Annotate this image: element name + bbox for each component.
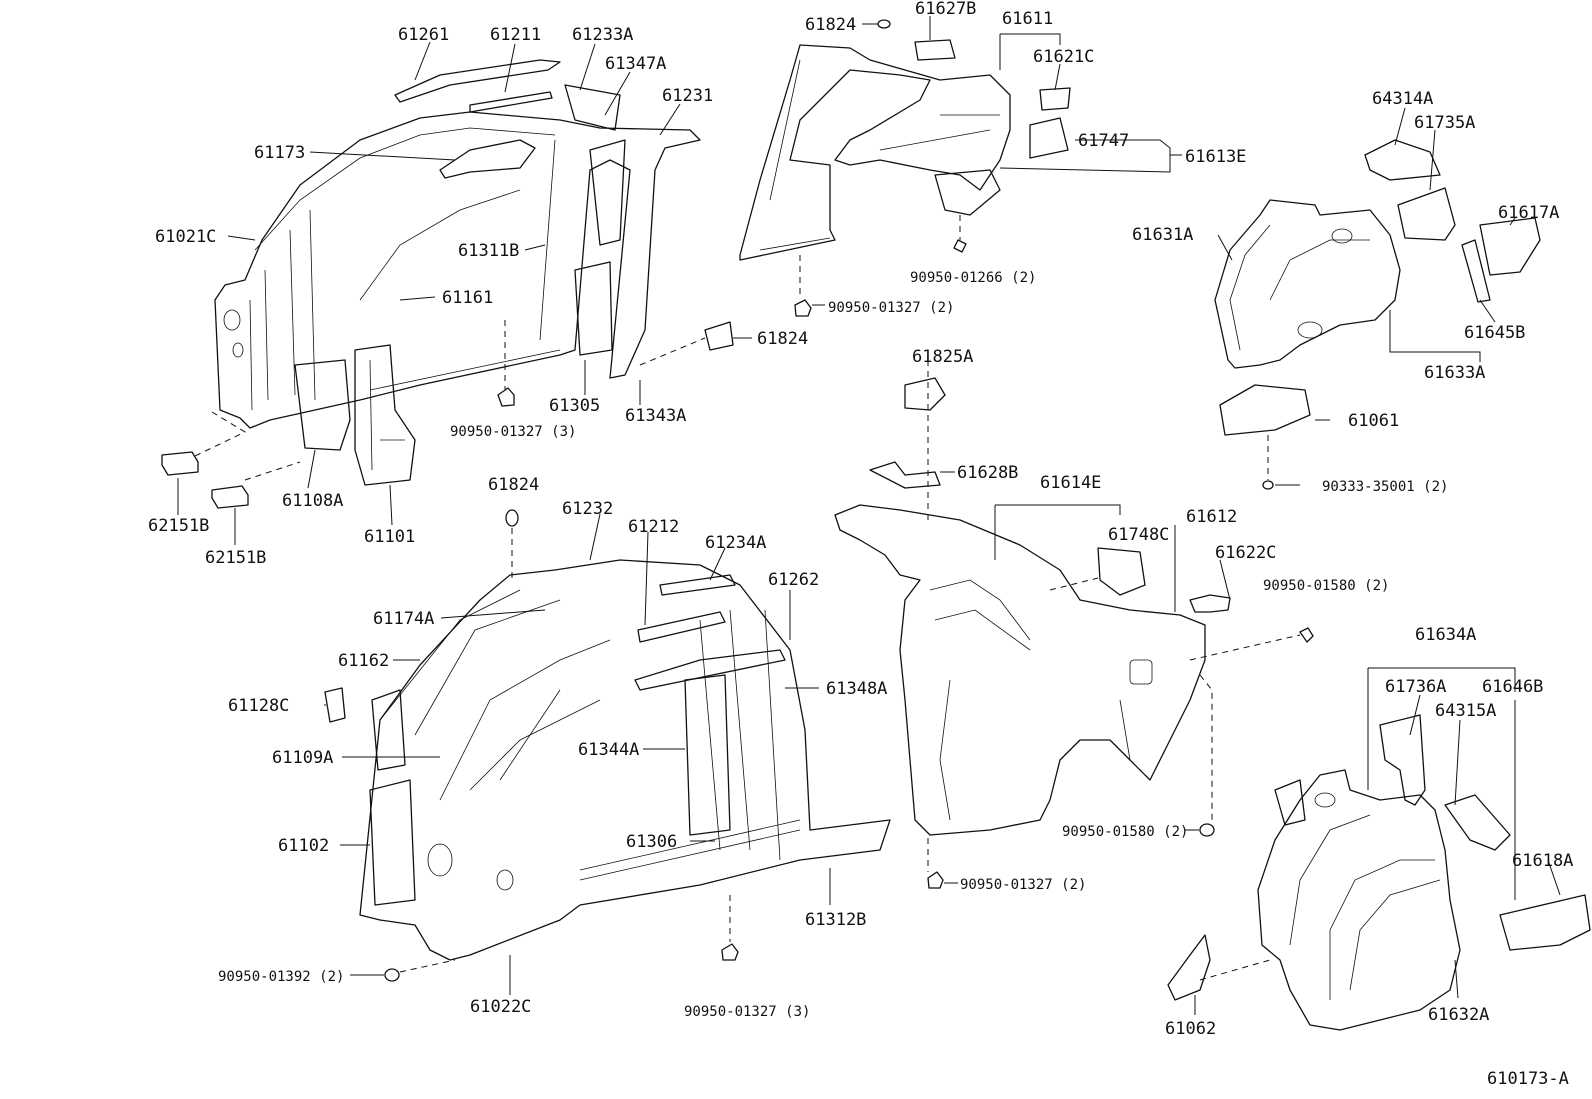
label-61109A: 61109A xyxy=(272,748,333,768)
label-61347A: 61347A xyxy=(605,54,666,74)
rear-wheel-house-inner-assembly xyxy=(1167,667,1591,1031)
leaders-bottom-middle xyxy=(940,471,1231,884)
label-61747: 61747 xyxy=(1078,131,1129,151)
outer-side-panel-assembly xyxy=(161,59,734,509)
leaders-bottom-right xyxy=(1194,694,1561,1015)
label-61618A: 61618A xyxy=(1512,851,1573,871)
leaders-top-left xyxy=(177,41,752,545)
label-61621C: 61621C xyxy=(1033,47,1094,67)
label-64315A: 64315A xyxy=(1435,701,1496,721)
leaders-top-right xyxy=(1217,107,1516,486)
label-61348A: 61348A xyxy=(826,679,887,699)
label-61173: 61173 xyxy=(254,143,305,163)
label-61343A: 61343A xyxy=(625,406,686,426)
label-61634A: 61634A xyxy=(1415,625,1476,645)
label-90950-01327-2-bottom: 90950-01327 (2) xyxy=(960,877,1086,893)
label-90950-01580-2-top: 90950-01580 (2) xyxy=(1263,578,1389,594)
label-61645B: 61645B xyxy=(1464,323,1525,343)
label-61234A: 61234A xyxy=(705,533,766,553)
label-61262: 61262 xyxy=(768,570,819,590)
leaders-bottom-left xyxy=(324,513,831,995)
label-61824-top: 61824 xyxy=(757,329,808,349)
label-61022C: 61022C xyxy=(470,997,531,1017)
inner-side-panel-assembly xyxy=(324,509,891,982)
label-61825A: 61825A xyxy=(912,347,973,367)
label-90333-35001-2: 90333-35001 (2) xyxy=(1322,479,1448,495)
label-61231: 61231 xyxy=(662,86,713,106)
label-61633A: 61633A xyxy=(1424,363,1485,383)
label-61628B: 61628B xyxy=(957,463,1018,483)
part-number-labels: 61261 61211 61233A 61347A 61231 61173 61… xyxy=(148,0,1573,1089)
rear-wheel-house-outer-assembly xyxy=(1214,139,1541,490)
label-61232: 61232 xyxy=(562,499,613,519)
label-61162: 61162 xyxy=(338,651,389,671)
label-64314A: 64314A xyxy=(1372,89,1433,109)
label-61102: 61102 xyxy=(278,836,329,856)
label-61824-quarter: 61824 xyxy=(805,15,856,35)
label-61617A: 61617A xyxy=(1498,203,1559,223)
label-61021C: 61021C xyxy=(155,227,216,247)
label-61211: 61211 xyxy=(490,25,541,45)
label-90950-01580-2-bottom: 90950-01580 (2) xyxy=(1062,824,1188,840)
label-90950-01392-2: 90950-01392 (2) xyxy=(218,969,344,985)
label-61614E: 61614E xyxy=(1040,473,1101,493)
label-61344A: 61344A xyxy=(578,740,639,760)
label-61108A: 61108A xyxy=(282,491,343,511)
label-61305: 61305 xyxy=(549,396,600,416)
label-61062: 61062 xyxy=(1165,1019,1216,1039)
label-61611: 61611 xyxy=(1002,9,1053,29)
label-61128C: 61128C xyxy=(228,696,289,716)
label-61646B: 61646B xyxy=(1482,677,1543,697)
label-61631A: 61631A xyxy=(1132,225,1193,245)
label-61061: 61061 xyxy=(1348,411,1399,431)
label-61613E: 61613E xyxy=(1185,147,1246,167)
label-61735A: 61735A xyxy=(1414,113,1475,133)
label-90950-01266-2: 90950-01266 (2) xyxy=(910,270,1036,286)
label-61174A: 61174A xyxy=(373,609,434,629)
label-61622C: 61622C xyxy=(1215,543,1276,563)
label-61161: 61161 xyxy=(442,288,493,308)
label-90950-01327-3-bottom: 90950-01327 (3) xyxy=(684,1004,810,1020)
label-61233A: 61233A xyxy=(572,25,633,45)
label-61632A: 61632A xyxy=(1428,1005,1489,1025)
label-62151B-2: 62151B xyxy=(205,548,266,568)
label-62151B-1: 62151B xyxy=(148,516,209,536)
label-90950-01327-2-top: 90950-01327 (2) xyxy=(828,300,954,316)
label-61824-inner: 61824 xyxy=(488,475,539,495)
label-61101: 61101 xyxy=(364,527,415,547)
quarter-inner-panel-assembly xyxy=(739,19,1171,317)
label-61612: 61612 xyxy=(1186,507,1237,527)
diagram-id: 610173-A xyxy=(1487,1069,1569,1089)
label-90950-01327-3-top: 90950-01327 (3) xyxy=(450,424,576,440)
label-61306: 61306 xyxy=(626,832,677,852)
leaders-top-middle xyxy=(812,16,1182,306)
label-61261: 61261 xyxy=(398,25,449,45)
quarter-outer-panel-assembly xyxy=(834,360,1314,889)
label-61212: 61212 xyxy=(628,517,679,537)
label-61311B: 61311B xyxy=(458,241,519,261)
label-61312B: 61312B xyxy=(805,910,866,930)
label-61736A: 61736A xyxy=(1385,677,1446,697)
label-61748C: 61748C xyxy=(1108,525,1169,545)
label-61627B: 61627B xyxy=(915,0,976,19)
